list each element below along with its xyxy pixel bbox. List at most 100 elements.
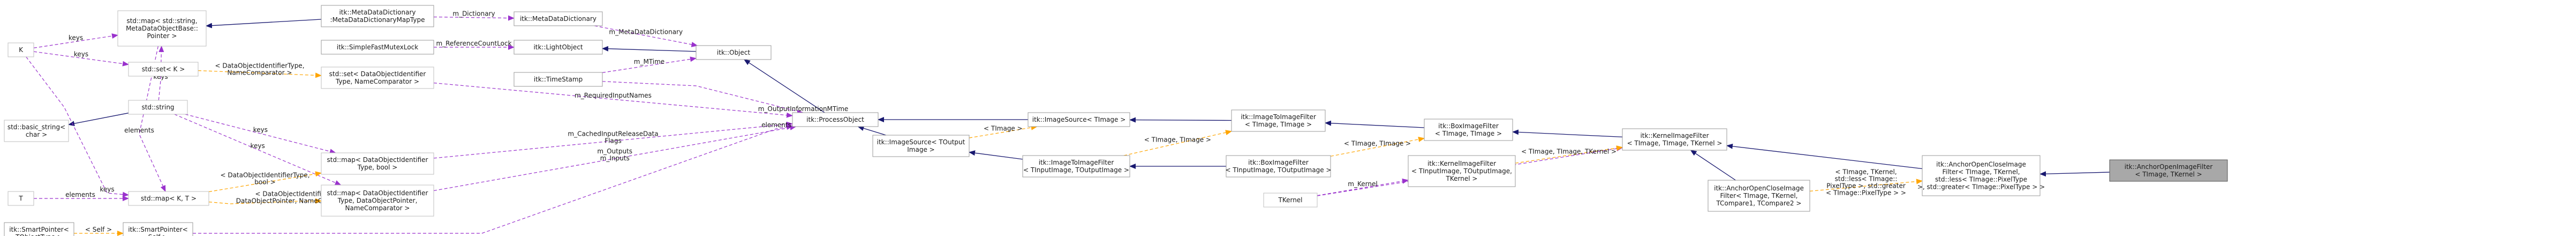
- class-node-map-dataobj-ptr[interactable]: std::map< DataObjectIdentifierType, Data…: [321, 185, 434, 217]
- class-node-kernel-timage[interactable]: itk::KernelImageFilter< TImage, TImage, …: [1622, 128, 1727, 151]
- class-node-string[interactable]: std::string: [128, 100, 188, 115]
- node-label-line: std::set< K >: [142, 65, 185, 73]
- template-arrow: [208, 198, 322, 204]
- node-label-line: std::string: [141, 104, 174, 111]
- node-label-line: itk::TimeStamp: [534, 76, 583, 83]
- class-node-image-source-tout[interactable]: itk::ImageSource< TOutputImage >: [872, 135, 970, 157]
- node-label-line: std::map< K, T >: [141, 195, 197, 202]
- edge-label: keys: [69, 34, 83, 41]
- class-node-set-K[interactable]: std::set< K >: [128, 62, 199, 77]
- edge-label: < TImage, TImage >: [1144, 136, 1211, 143]
- class-node-set-dataobj[interactable]: std::set< DataObjectIdentifierType, Name…: [321, 67, 434, 89]
- class-node-box-tin-tout[interactable]: itk::BoxImageFilter< TInputImage, TOutpu…: [1226, 155, 1332, 178]
- class-node-timestamp[interactable]: itk::TimeStamp: [513, 72, 603, 87]
- node-label-line: T: [18, 195, 23, 202]
- edge-label: m_CachedInputReleaseData: [568, 130, 658, 137]
- node-label-line: std::less< TImage::PixelType: [1935, 176, 2027, 183]
- usage-arrow: [1317, 178, 1409, 196]
- template-arrow: [1809, 179, 1923, 191]
- edge-label: std::less< TImage::: [1835, 175, 1898, 182]
- class-node-T[interactable]: T: [7, 191, 34, 206]
- class-node-anchor-target: itk::AnchorOpenImageFilter< TImage, TKer…: [2109, 159, 2228, 182]
- class-node-i2i-timage[interactable]: itk::ImageToImageFilter< TImage, TImage …: [1231, 109, 1326, 132]
- node-label-line: K: [19, 46, 24, 54]
- node-label-line: itk::BoxImageFilter: [1248, 159, 1309, 166]
- class-node-i2i-tin-tout[interactable]: itk::ImageToImageFilter< TInputImage, TO…: [1022, 155, 1130, 178]
- edge-label: PixelType >, std::greater: [1826, 182, 1906, 189]
- node-box: [1028, 112, 1130, 127]
- node-label-line: itk::SimpleFastMutexLock: [337, 43, 419, 51]
- edge-label: < DataObjectIdentifierType,: [220, 172, 309, 179]
- edge-label: elements: [761, 121, 791, 129]
- usage-arrow: [433, 83, 793, 118]
- class-node-map-base[interactable]: std::map< std::string,MetaDataObjectBase…: [117, 10, 207, 47]
- node-label-line: itk::SmartPointer<: [128, 226, 188, 233]
- node-box: [321, 152, 434, 175]
- class-node-object[interactable]: itk::Object: [696, 45, 772, 60]
- node-label-line: Filter< TImage, TKernel,: [1943, 168, 2020, 176]
- node-label-line: NameComparator >: [345, 204, 410, 212]
- node-box: [792, 112, 879, 127]
- node-label-line: itk::ProcessObject: [806, 116, 864, 123]
- class-node-image-source-timage[interactable]: itk::ImageSource< TImage >: [1028, 112, 1130, 127]
- class-node-box-timage[interactable]: itk::BoxImageFilter< TImage, TImage >: [1424, 119, 1513, 141]
- class-node-kernel-tin[interactable]: itk::KernelImageFilter< TInputImage, TOu…: [1408, 155, 1516, 187]
- class-node-smartptr-self[interactable]: itk::SmartPointer<Self >: [123, 222, 193, 236]
- inheritance-arrow: [206, 19, 322, 28]
- class-node-K[interactable]: K: [7, 42, 34, 57]
- node-box: [128, 100, 188, 115]
- node-box: [1231, 109, 1326, 132]
- node-box: [128, 191, 209, 206]
- edge-label: < TImage, TImage, TKernel >: [1521, 148, 1616, 155]
- node-label-line: std::set< DataObjectIdentifier: [329, 70, 426, 78]
- node-label-line: TObjectType >: [15, 233, 63, 236]
- node-label-line: itk::ImageToImageFilter: [1241, 113, 1316, 121]
- class-node-map-dataobj-bool[interactable]: std::map< DataObjectIdentifierType, bool…: [321, 152, 434, 175]
- class-node-process-object[interactable]: itk::ProcessObject: [792, 112, 879, 127]
- node-label-line: Self >: [148, 233, 168, 236]
- node-label-line: itk::SmartPointer<: [9, 226, 69, 233]
- edge-label: m_Dictionary: [452, 10, 495, 18]
- class-node-simple-mutex[interactable]: itk::SimpleFastMutexLock: [321, 40, 434, 55]
- class-node-basic-string[interactable]: std::basic_string<char >: [4, 120, 69, 142]
- edge-label: m_Kernel: [1348, 180, 1377, 188]
- node-label-line: itk::AnchorOpenCloseImage: [1936, 161, 2026, 168]
- inheritance-arrow: [2039, 171, 2110, 177]
- node-label-line: < TInputImage, TOutputImage >: [1226, 166, 1332, 174]
- class-node-mdd[interactable]: itk::MetaDataDictionary: [513, 11, 603, 26]
- node-label-line: TCompare1, TCompare2 >: [1716, 200, 1802, 207]
- node-label-line: itk::KernelImageFilter: [1427, 160, 1496, 167]
- node-box: [513, 40, 603, 55]
- node-box: [128, 62, 199, 77]
- node-box: [1922, 155, 2041, 196]
- node-label-line: TKernel: [1278, 196, 1302, 204]
- node-label-line: itk::AnchorOpenImageFilter: [2125, 163, 2213, 171]
- node-label-line: itk::MetaDataDictionary: [339, 9, 416, 16]
- node-label-line: :MetaDataDictionaryMapType: [330, 16, 425, 24]
- node-box: [1708, 180, 1810, 212]
- class-node-mdd-maptype[interactable]: itk::MetaDataDictionary:MetaDataDictiona…: [321, 5, 434, 27]
- class-node-light-object[interactable]: itk::LightObject: [513, 40, 603, 55]
- template-arrow: [208, 171, 322, 193]
- node-label-line: < TImage, TImage, TKernel >: [1627, 139, 1723, 147]
- node-box: [696, 45, 772, 60]
- edge-label: < TImage::PixelType > >: [1826, 189, 1906, 196]
- template-arrow: [1515, 145, 1623, 164]
- edge-label: keys: [253, 126, 268, 134]
- node-box: [2109, 159, 2228, 182]
- inheritance-arrow: [743, 59, 825, 113]
- template-arrow: [1123, 130, 1232, 156]
- node-box: [7, 191, 34, 206]
- edge-label: keys: [100, 186, 114, 193]
- usage-arrow: [433, 124, 797, 191]
- class-node-smartptr-tobj[interactable]: itk::SmartPointer<TObjectType >: [4, 222, 74, 236]
- class-node-map-KT[interactable]: std::map< K, T >: [128, 191, 209, 206]
- edge-label: m_MetaDataDictionary: [609, 28, 683, 36]
- node-box: [1226, 155, 1331, 178]
- edge-label: m_OutputInformationMTime: [758, 105, 849, 113]
- edges-layer: m_Dictionarym_MetaDataDictionarym_Refere…: [26, 10, 2110, 236]
- class-node-tkernel[interactable]: TKernel: [1263, 193, 1318, 208]
